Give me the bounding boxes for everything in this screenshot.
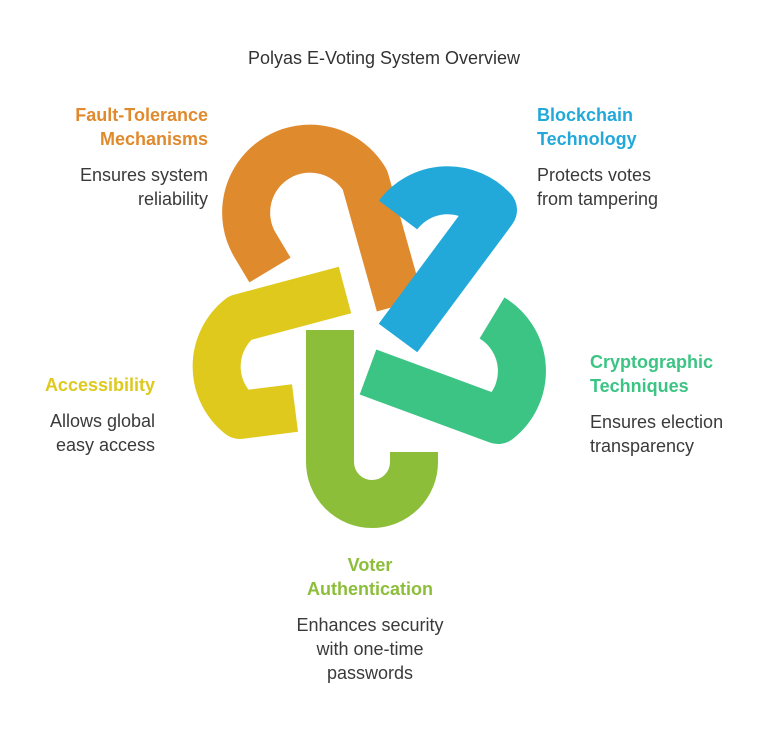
cryptographic-heading: Cryptographic Techniques	[590, 352, 714, 396]
fault-tolerance-heading: Fault-Tolerance Mechanisms	[75, 105, 208, 149]
fault-tolerance-description: Ensures system reliability	[79, 165, 208, 209]
blockchain-block: Blockchain Technology Protects votes fro…	[537, 103, 737, 211]
voter-authentication-block: Voter Authentication Enhances security w…	[260, 553, 480, 685]
knot-link-accessibility	[192, 266, 352, 439]
knot-link-cryptographic	[359, 297, 546, 444]
knot-link-fault-tolerance	[222, 124, 424, 312]
knot-link-blockchain	[378, 166, 517, 353]
knot-link-voter-authentication	[306, 330, 438, 528]
cryptographic-description: Ensures election transparency	[590, 412, 724, 456]
blockchain-description: Protects votes from tampering	[537, 165, 659, 209]
accessibility-description: Allows global easy access	[49, 411, 155, 455]
accessibility-heading: Accessibility	[44, 375, 155, 395]
voter-authentication-description: Enhances security with one-time password…	[296, 615, 444, 683]
diagram-title: Polyas E-Voting System Overview	[247, 48, 521, 68]
cryptographic-block: Cryptographic Techniques Ensures electio…	[590, 350, 760, 458]
voter-authentication-heading: Voter Authentication	[307, 555, 433, 599]
blockchain-heading: Blockchain Technology	[537, 105, 637, 149]
accessibility-block: Accessibility Allows global easy access	[20, 373, 155, 457]
fault-tolerance-block: Fault-Tolerance Mechanisms Ensures syste…	[30, 103, 208, 211]
